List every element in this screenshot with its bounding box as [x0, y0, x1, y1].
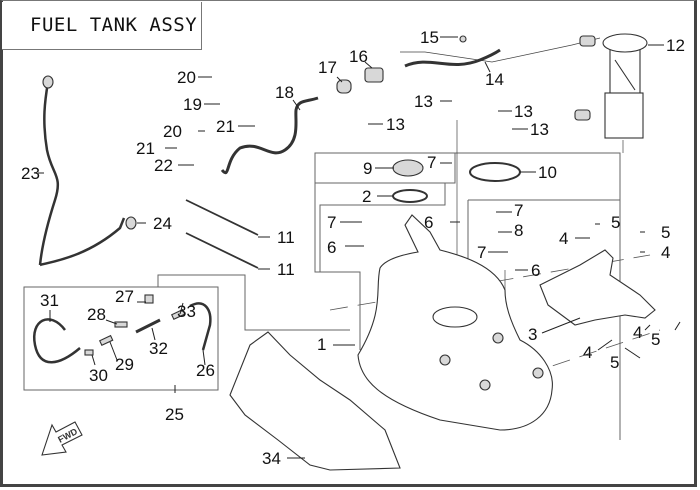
part-30-connector[interactable]: [84, 349, 94, 356]
callout-21: 21: [136, 139, 155, 158]
callout-6: 6: [424, 213, 433, 232]
part-23-vent-hose[interactable]: [38, 75, 126, 267]
callout-29: 29: [115, 355, 134, 374]
part-26-hose[interactable]: [189, 302, 212, 351]
part-9-filler-cap[interactable]: [392, 159, 424, 177]
part-12-fuel-pump-module[interactable]: [574, 33, 648, 139]
group-box-evap: [23, 286, 219, 391]
callout-5: 5: [661, 223, 670, 242]
callout-5: 5: [611, 213, 620, 232]
callout-26: 26: [196, 361, 215, 380]
callout-27: 27: [115, 287, 134, 306]
callout-33: 33: [177, 302, 196, 321]
part-14-fuel-hose[interactable]: [404, 48, 501, 68]
callout-11: 11: [277, 260, 295, 279]
callout-22: 22: [154, 156, 173, 175]
callout-12: 12: [666, 36, 685, 55]
callout-28: 28: [87, 305, 106, 324]
group-box-evap-link: [157, 274, 350, 331]
part-31-hose[interactable]: [32, 318, 81, 364]
callout-34: 34: [262, 449, 281, 468]
callout-5: 5: [651, 330, 660, 349]
fwd-direction-arrow: FWD: [41, 421, 83, 456]
part-16-fuel-filter[interactable]: [364, 67, 384, 83]
part-33-check-valve[interactable]: [170, 308, 186, 320]
callout-30: 30: [89, 366, 108, 385]
leader-lines: [38, 36, 681, 459]
callout-4: 4: [661, 243, 670, 262]
callout-9: 9: [363, 159, 372, 178]
title-box: FUEL TANK ASSY: [2, 2, 202, 50]
callout-16: 16: [349, 47, 368, 66]
part-17-hose-clamp[interactable]: [336, 79, 352, 94]
part-2-seal[interactable]: [392, 189, 428, 203]
callout-25: 25: [165, 405, 184, 424]
callout-19: 19: [183, 95, 202, 114]
callout-15: 15: [420, 28, 439, 47]
callout-32: 32: [149, 339, 168, 358]
callout-18: 18: [275, 83, 294, 102]
part-18-fuel-line[interactable]: [220, 96, 319, 174]
group-box-cap: [314, 152, 456, 184]
part-28-tee-fitting[interactable]: [114, 321, 128, 328]
part-27-fitting[interactable]: [144, 294, 154, 304]
callout-1: 1: [317, 335, 326, 354]
callout-5: 5: [610, 353, 619, 372]
part-34-lower-shield[interactable]: [229, 331, 401, 471]
callout-13: 13: [414, 92, 433, 111]
callout-4: 4: [633, 323, 642, 342]
part-10-lock-ring[interactable]: [469, 162, 521, 182]
callout-4: 4: [583, 343, 592, 362]
callout-20: 20: [163, 122, 182, 141]
callout-20: 20: [177, 68, 196, 87]
callout-24: 24: [153, 214, 172, 233]
part-24-grommet[interactable]: [125, 216, 137, 230]
group-box-main: [314, 182, 446, 350]
callout-13: 13: [514, 102, 533, 121]
callout-11: 11: [277, 228, 295, 247]
callout-13: 13: [386, 115, 405, 134]
callout-31: 31: [40, 291, 59, 310]
callout-labels: 1 2 3 4 4 4 4 5 5 5 5 6 6 6 7 7 7 7 8 9 …: [21, 28, 685, 468]
callout-13: 13: [530, 120, 549, 139]
callout-4: 4: [559, 229, 568, 248]
part-11-rod-a[interactable]: [185, 199, 259, 236]
callout-6: 6: [531, 261, 540, 280]
callout-7: 7: [477, 243, 486, 262]
callout-3: 3: [528, 325, 537, 344]
part-15-clip[interactable]: [459, 35, 467, 43]
callout-6: 6: [327, 238, 336, 257]
callout-10: 10: [538, 163, 557, 182]
callout-17: 17: [318, 58, 337, 77]
part-1-fuel-tank[interactable]: [357, 214, 553, 431]
part-3-heat-shield[interactable]: [539, 249, 656, 326]
diagram-title: FUEL TANK ASSY: [30, 14, 198, 36]
callout-2: 2: [362, 187, 371, 206]
part-11-rod-b[interactable]: [185, 232, 259, 269]
callout-8: 8: [514, 221, 523, 240]
callout-21: 21: [216, 117, 235, 136]
part-29-valve[interactable]: [98, 334, 114, 346]
part-32-hose[interactable]: [135, 318, 161, 334]
callout-14: 14: [485, 70, 504, 89]
callout-7: 7: [327, 213, 336, 232]
callout-23: 23: [21, 164, 40, 183]
callout-7: 7: [427, 153, 436, 172]
callout-7: 7: [514, 201, 523, 220]
